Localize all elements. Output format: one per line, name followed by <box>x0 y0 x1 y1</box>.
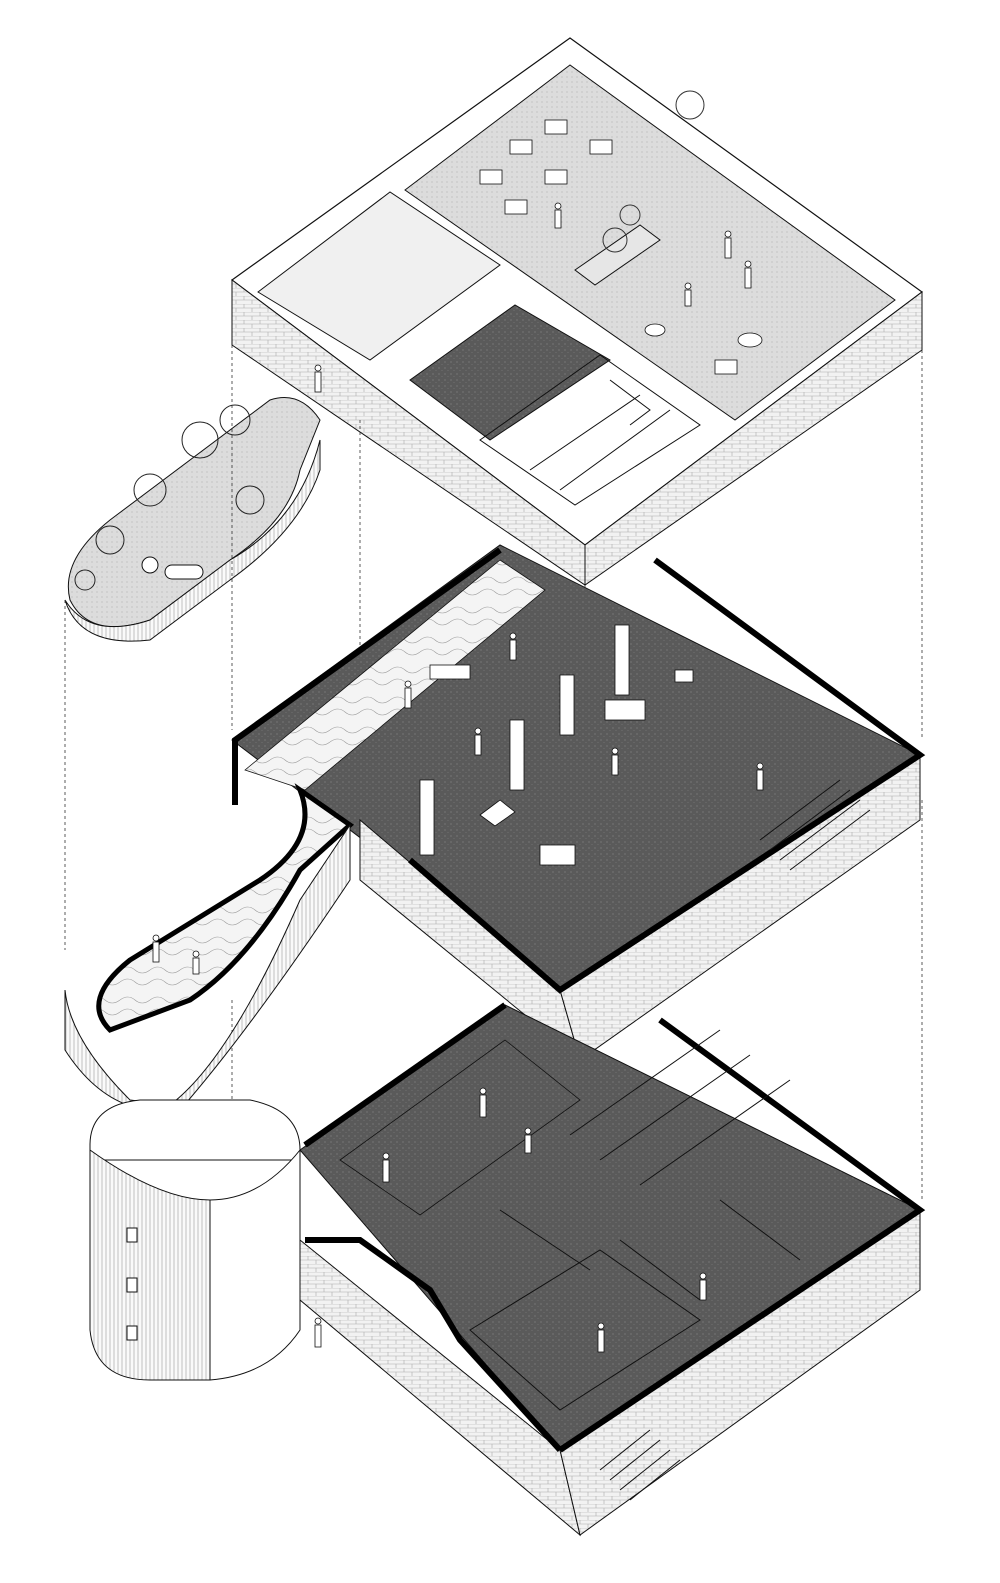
upper-person-figures <box>152 632 764 975</box>
display-plinths <box>419 624 694 866</box>
ground-floor-slab <box>299 1004 921 1451</box>
cylindrical-tower <box>89 1099 301 1381</box>
garden-plants <box>74 404 265 591</box>
garden-wall <box>64 439 321 642</box>
tower-body <box>89 1149 211 1381</box>
upper-floor-slab <box>231 544 922 991</box>
courtyard-floor <box>339 1039 581 1216</box>
curved-balcony <box>96 783 355 1033</box>
garden-table <box>141 556 159 574</box>
roof-person-figures <box>314 202 752 393</box>
external-stair <box>599 1429 681 1501</box>
rooftop-garden <box>64 397 321 642</box>
upper-marble-band <box>244 559 546 791</box>
roof-service-cores <box>479 354 701 506</box>
tower-top <box>89 1099 301 1161</box>
ground-cut-walls-curve <box>305 1237 563 1453</box>
ground-floor-level <box>299 1002 926 1537</box>
ground-person-figures <box>314 1087 707 1353</box>
upper-floor-level <box>64 544 926 1112</box>
roof-planters <box>574 90 705 286</box>
ground-cut-walls-left <box>303 1002 507 1148</box>
ground-rooms <box>469 1029 801 1411</box>
roof-cafe-tables <box>479 119 763 375</box>
tower-side <box>209 1148 301 1381</box>
meeting-room-floor <box>409 304 611 441</box>
glazed-room-floor <box>257 191 501 361</box>
garden-bench <box>164 564 204 580</box>
upper-cut-walls <box>232 547 502 805</box>
roof-level <box>230 37 924 586</box>
upper-stair <box>759 779 871 871</box>
tower-windows <box>126 1227 138 1341</box>
ground-cut-walls-right <box>558 1017 926 1453</box>
upper-cut-walls-right <box>408 557 926 994</box>
